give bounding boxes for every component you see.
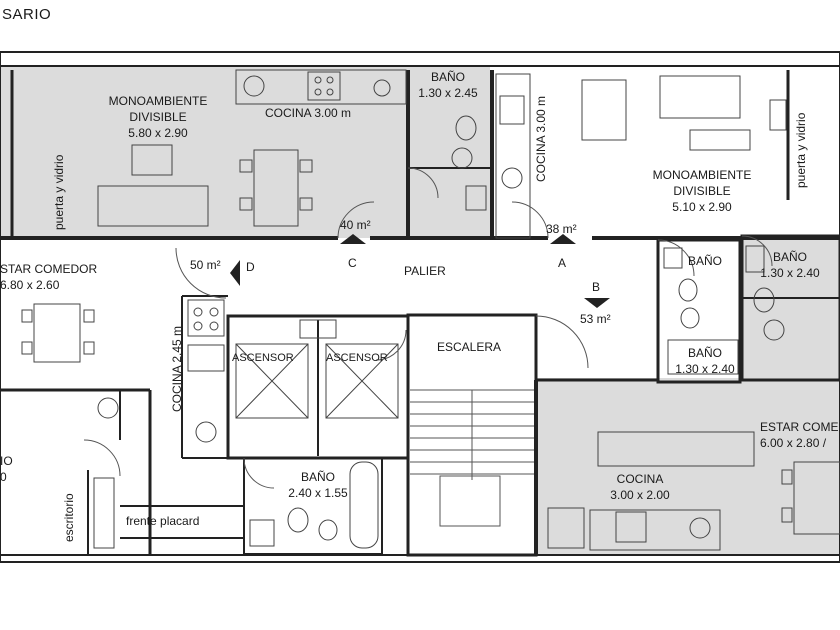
page-title: SARIO [2, 6, 52, 23]
toilet-icon [455, 115, 477, 141]
room-label-cocina-mid: COCINA 2.45 m [170, 325, 184, 412]
elevator-label-2: ASCENSOR [326, 352, 388, 364]
room-name-bano-right-top: BAÑO [687, 254, 723, 268]
escritorio-label: escritorio [62, 493, 76, 542]
elevator-icon [235, 319, 399, 419]
stove-icon [307, 71, 341, 101]
room-name2-mono-right: DIVISIBLE [673, 184, 731, 198]
marker-a: A [558, 256, 567, 270]
palier-label: PALIER [404, 264, 446, 278]
marker-d: D [246, 260, 255, 274]
stove-icon [615, 511, 647, 543]
sofa-icon [97, 185, 209, 227]
furniture [21, 69, 840, 551]
room-name-estar-right: ESTAR COMEDOR [760, 420, 840, 434]
room-partial-a: IO [0, 454, 13, 468]
room-dims-mono-right: 5.10 x 2.90 [672, 200, 732, 214]
room-dims-bano-bottom: 2.40 x 1.55 [288, 486, 348, 500]
area-label-40: 40 m² [340, 218, 371, 232]
area-label-38: 38 m² [546, 222, 577, 236]
label-puerta-vidrio-right: puerta y vidrio [794, 112, 808, 188]
room-partial-b: 0 [0, 470, 7, 484]
table-icon [581, 79, 627, 141]
section-arrow-icon [230, 234, 610, 308]
bathtub-icon [349, 461, 379, 549]
room-dims-estar-right: 6.00 x 2.80 / [760, 436, 827, 450]
marker-b: B [592, 280, 601, 294]
room-name-cocina-bottom: COCINA [616, 472, 664, 486]
room-dims-mono-left: 5.80 x 2.90 [128, 126, 188, 140]
escalera-label: ESCALERA [437, 340, 502, 354]
room-name-bano-right-mid: BAÑO [687, 346, 723, 360]
toilet-icon [287, 507, 309, 533]
elevator-label-1: ASCENSOR [232, 352, 294, 364]
room-label-cocina-top-right: COCINA 3.00 m [534, 95, 548, 182]
room-dims-cocina-bottom: 3.00 x 2.00 [610, 488, 670, 502]
room-name-mono-right: MONOAMBIENTE [652, 168, 752, 182]
room-dims-bano-right-mid: 1.30 x 2.40 [675, 362, 735, 376]
room-name-bano-top: BAÑO [430, 70, 466, 84]
room-label-cocina-top-left: COCINA 3.00 m [264, 106, 352, 120]
stove-icon [187, 299, 225, 337]
room-name-estar-left: STAR COMEDOR [0, 262, 98, 276]
room-dims-estar-left: 6.80 x 2.60 [0, 278, 60, 292]
room-name-mono-left: MONOAMBIENTE [108, 94, 208, 108]
label-puerta-vidrio-left: puerta y vidrio [52, 154, 66, 230]
marker-c: C [348, 256, 357, 270]
area-label-53: 53 m² [580, 312, 611, 326]
room-name-bano-bottom: BAÑO [300, 470, 336, 484]
table-icon [253, 149, 299, 227]
stairs-icon [410, 389, 534, 527]
room-name2-mono-left: DIVISIBLE [129, 110, 187, 124]
room-dims-bano-right-top: 1.30 x 2.40 [760, 266, 820, 280]
area-label-50: 50 m² [190, 258, 221, 272]
room-name-bano-right-top-2: BAÑO [772, 250, 808, 264]
room-dims-bano-top: 1.30 x 2.45 [418, 86, 478, 100]
sink-icon [243, 75, 265, 97]
shaded-areas [0, 66, 840, 554]
frente-placard-label: frente placard [126, 514, 200, 528]
door-swing-icon [83, 167, 773, 489]
